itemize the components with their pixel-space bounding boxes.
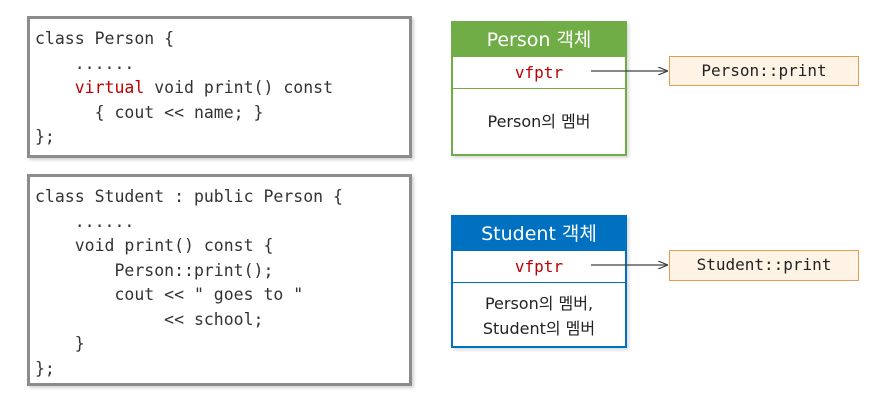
code-line: ...... bbox=[35, 53, 135, 73]
student-members-line1: Person의 멤버, bbox=[484, 294, 594, 313]
virtual-rest: void print() const bbox=[144, 78, 334, 97]
person-object-box: Person 객체 vfptr Person의 멤버 bbox=[451, 21, 627, 156]
student-class-code: class Student : public Person { ...... v… bbox=[27, 174, 412, 386]
student-print-target: Student::print bbox=[669, 250, 859, 281]
person-object-title: Person 객체 bbox=[453, 23, 625, 57]
code-line: class Student : public Person { bbox=[35, 187, 343, 206]
student-vfptr: vfptr bbox=[453, 251, 625, 283]
virtual-keyword: virtual bbox=[35, 78, 145, 97]
student-members-line2: Student의 멤버 bbox=[482, 319, 596, 338]
student-object-title: Student 객체 bbox=[453, 217, 625, 251]
code-line: << school; bbox=[35, 309, 264, 329]
person-vfptr: vfptr bbox=[453, 57, 625, 89]
person-print-target: Person::print bbox=[669, 56, 859, 86]
student-members: Person의 멤버, Student의 멤버 bbox=[453, 283, 625, 341]
code-line: cout << " goes to " bbox=[35, 285, 304, 304]
code-line: void print() const { bbox=[35, 236, 274, 255]
code-line: Person::print(); bbox=[35, 260, 274, 280]
person-members: Person의 멤버 bbox=[487, 112, 591, 131]
code-line: }; bbox=[35, 127, 55, 146]
code-line: ...... bbox=[35, 211, 135, 231]
student-object-box: Student 객체 vfptr Person의 멤버, Student의 멤버 bbox=[451, 215, 627, 348]
person-class-code: class Person { ...... virtual void print… bbox=[27, 16, 412, 158]
code-line: }; bbox=[35, 358, 55, 378]
code-line-virtual: virtual void print() const bbox=[35, 76, 409, 101]
code-line: { cout << name; } bbox=[35, 102, 264, 122]
code-line: } bbox=[35, 334, 85, 353]
code-line: class Person { bbox=[35, 29, 175, 48]
